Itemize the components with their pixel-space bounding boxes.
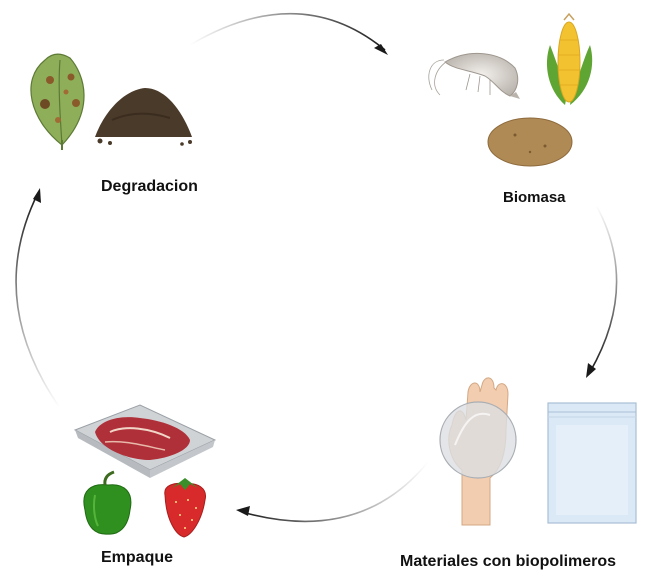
arrow-empaque-to-degradacion [16,188,60,408]
soil-pile-icon [95,88,192,146]
shrimp-icon [429,53,520,99]
stage-label-biomasa: Biomasa [503,189,566,206]
glove-hand-icon [440,378,516,525]
arrow-degradacion-to-biomasa [190,14,388,55]
arrow-materiales-to-empaque [236,462,428,521]
meat-tray-icon [75,405,215,478]
plastic-bag-icon [548,403,636,523]
diseased-leaf-icon [31,54,84,150]
stage-label-materiales: Materiales con biopolimeros [400,553,616,571]
strawberry-icon [165,478,206,537]
stage-label-degradacion: Degradacion [101,178,198,196]
potato-icon [488,118,572,166]
stage-label-empaque: Empaque [101,549,173,567]
arrow-biomasa-to-materiales [586,205,617,378]
bell-pepper-icon [84,472,131,534]
corn-icon [547,14,592,105]
